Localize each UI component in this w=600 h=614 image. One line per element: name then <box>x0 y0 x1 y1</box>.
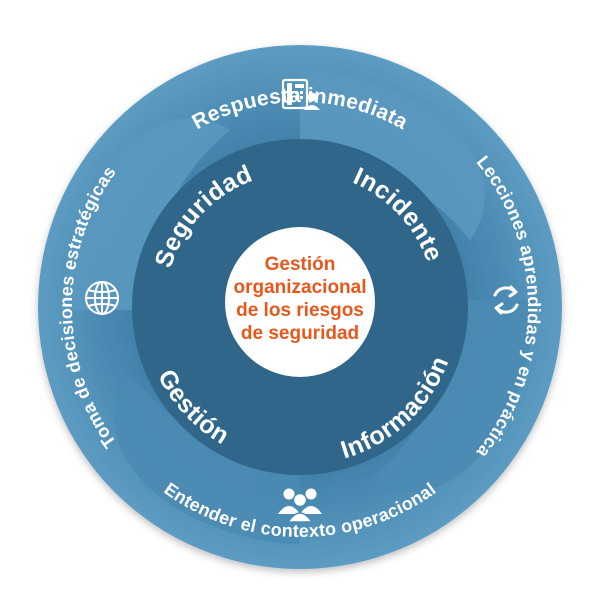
team-group-icon <box>278 488 322 523</box>
center-circle <box>225 227 375 377</box>
swirl-petals <box>65 70 535 545</box>
center-line-4: de seguridad <box>241 323 359 344</box>
globe-icon <box>85 281 119 315</box>
phone-user-icon <box>281 78 320 110</box>
center-title: Gestión organizacional de los riesgos de… <box>233 254 366 344</box>
center-line-1: Gestión <box>265 254 336 275</box>
swirl-petal-top <box>300 70 485 240</box>
center-line-3: de los riesgos <box>236 300 364 321</box>
swirl-petal-right <box>370 300 535 493</box>
swirl-petal-left <box>65 117 230 310</box>
refresh-cycle-icon <box>493 285 519 315</box>
swirl-petal-bottom <box>115 375 300 545</box>
center-line-2: organizacional <box>233 277 366 298</box>
